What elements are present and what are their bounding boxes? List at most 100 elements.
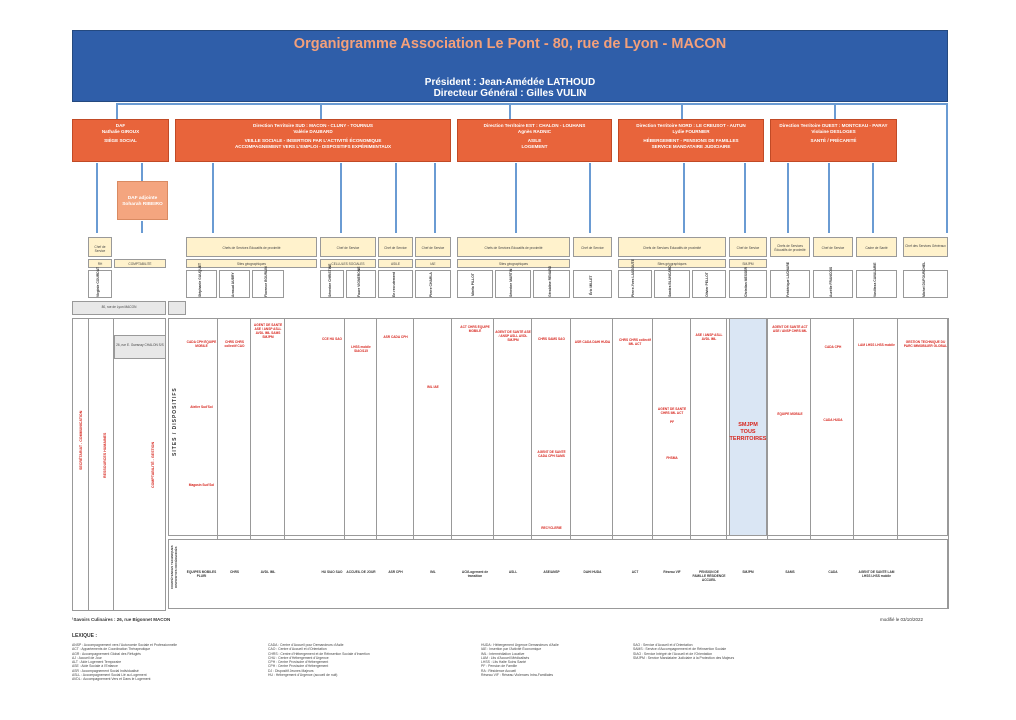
connector-main (116, 103, 946, 105)
secretariat-label: SECRÉTARIAT - COMMUNICATION (79, 410, 83, 470)
sub-header-cell: SMJPM (729, 259, 767, 268)
connector (946, 103, 948, 233)
divider (451, 318, 452, 609)
header-cell: Chef des Services Généraux (903, 237, 948, 257)
lexique-entry: ANSP : Accompagnement vers l'Autonomie S… (72, 643, 177, 647)
competence-item: ÉQUIPES MOBILES PLURI (186, 570, 217, 578)
site-item: RECYCLERIE (541, 526, 562, 530)
person-name: Vasilissa CAVALARIE (872, 262, 877, 297)
competence-item: ACT (631, 570, 639, 574)
site-item: AGENT DE SANTÉ ASE / ANSP ASLL AVDL SMJP… (495, 330, 531, 342)
person-name: Miréla PILLOT (471, 273, 475, 297)
lexique-entry: Réseau VIF : Réseau Violences Intra-Fami… (481, 673, 554, 678)
connector (683, 163, 685, 233)
name-cell: Stéphanie GAUQUET (186, 262, 217, 298)
connector (744, 163, 746, 233)
lexique-entry: PF : Pension de Famille (481, 664, 517, 669)
person-name: Christian MESSER (744, 267, 748, 297)
person-name: Séverine CHRISTINE (328, 263, 332, 297)
competence-item: ACI/Logement de transition (461, 570, 489, 578)
competence-item: IML (430, 570, 436, 574)
divider (897, 318, 898, 609)
site-item: CCE HU SAO (321, 337, 342, 341)
person-name: Michel DUFOURCHEL (921, 261, 926, 297)
lexique-entry: ASLL : Accompagnement Social Lié au Loge… (72, 673, 147, 678)
person-name: Stéphanie GAUQUET (197, 262, 202, 297)
connector (141, 163, 143, 181)
lexique-col-3: HUDA : Hébergement Urgence Demandeurs d'… (481, 643, 559, 677)
header-cell: Chef de Service (729, 237, 767, 257)
name-cell: Miréla PILLOT (457, 270, 493, 298)
divider (88, 318, 89, 611)
connector (787, 163, 789, 233)
site-item: PF (669, 420, 675, 424)
site-item: AGENT DE SANTÉ CADA CPH SAMS (537, 450, 566, 458)
lexique-col-2: CADA : Centre d'Accueil pour Demandeurs … (268, 643, 370, 677)
person-name: Frédérique LACHARE (786, 261, 790, 297)
lexique-entry: LAM : Lits d'Accueil Médicalisés (481, 655, 530, 660)
rh-label: RESSOURCES HUMAINES (103, 432, 107, 478)
header-cell: Chef de Service (573, 237, 612, 257)
divider (690, 318, 691, 609)
divider (767, 318, 768, 609)
person-name: Séverine MARTIN (509, 268, 513, 297)
connector (589, 163, 591, 233)
site-item: ASR CADA CPH (383, 335, 408, 339)
siege-address-2: 26, rue E. Guesnay CHALON S/S (114, 335, 166, 359)
divider (250, 318, 251, 609)
connector (395, 163, 397, 233)
connector (681, 103, 683, 119)
competence-item: PENSION DE FAMILLE RÉSIDENCE ACCUEIL (692, 570, 726, 582)
header-cell: Cadre de Santé (856, 237, 897, 257)
connector (872, 163, 874, 233)
competence-item: ASR CPH (388, 570, 403, 574)
competence-item: DAHI HUDA (583, 570, 602, 574)
site-item: CHRS CHRS collectif CAO (224, 340, 245, 348)
header-cell: Chefs de Services Éducatifs de proximité (186, 237, 317, 257)
siege-panel (72, 318, 166, 611)
lexique-entry: DJ : Dispositif Jeunes Majeurs (268, 668, 314, 673)
person-name: Pierre CHARLA (429, 272, 433, 297)
daf-box: DAF Nathalie GIROUX SIÈGE SOCIAL (72, 119, 169, 162)
divider (612, 318, 613, 609)
name-cell: Virginie COURDAT (88, 267, 112, 298)
lexique-entry: CAO : Centre d'Accueil et d'Orientation (268, 647, 327, 652)
divider (531, 318, 532, 609)
site-item: AGENT DE SANTÉ CHRS IML ACT (657, 407, 687, 415)
name-cell: Vasilissa CAVALARIE (856, 262, 897, 298)
name-cell: Sandra BLUNCARD (654, 265, 690, 298)
divider (726, 318, 727, 609)
sub-header-cell: CELLULES SOCIALES (320, 259, 376, 268)
lexique-entry: CADA : Centre d'Accueil pour Demandeurs … (268, 643, 344, 647)
name-cell: Christian MESSER (729, 267, 767, 298)
competence-item: ASE/ANSP (543, 570, 560, 574)
site-item: GESTION TECHNIQUE DU PARC IMMOBILIER GLO… (903, 340, 948, 348)
lexique-entry: AVDL : Accompagnement Vers et Dans le Lo… (72, 677, 151, 682)
divider (853, 318, 854, 609)
lexique-entry: HUDA : Hébergement Urgence Demandeurs d'… (481, 643, 559, 647)
competences-section (168, 539, 948, 609)
sub-header-cell: Sites géographiques (186, 259, 317, 268)
header-cell: Chefs de Services Éducatifs de proximité (770, 237, 810, 257)
lexique-entry: IML : Intermédiation Locative (481, 651, 525, 656)
connector (96, 163, 98, 233)
person-name: Faure VIGNERONE (357, 266, 361, 297)
name-cell: Florence BOURLIN (252, 266, 284, 298)
site-item: CADA CPH ÉQUIPE MOBILE (186, 340, 217, 348)
sites-section (168, 318, 948, 536)
site-item: IML IAE (427, 385, 439, 389)
person-name: Géraldine RENARD (547, 265, 552, 297)
site-item: LAM LHSS LHSS mobile (858, 343, 895, 347)
sub-header-cell: Sites géographiques (618, 259, 726, 268)
lexique-entry: LHSS : Lits Halte Soins Santé (481, 660, 527, 665)
name-cell: Géraldine RENARD (533, 265, 570, 298)
person-name: En recrutement (391, 272, 396, 297)
smjpm-column (729, 318, 767, 536)
sub-header-cell: Sites géographiques (457, 259, 570, 268)
compta-label: COMPTABILITÉ - GESTION (151, 441, 155, 489)
site-item: FHSMA (666, 456, 678, 460)
divider (217, 318, 218, 609)
divider (493, 318, 494, 609)
connector (320, 103, 322, 119)
name-cell: Aurélie FRANCOIS (813, 267, 853, 298)
